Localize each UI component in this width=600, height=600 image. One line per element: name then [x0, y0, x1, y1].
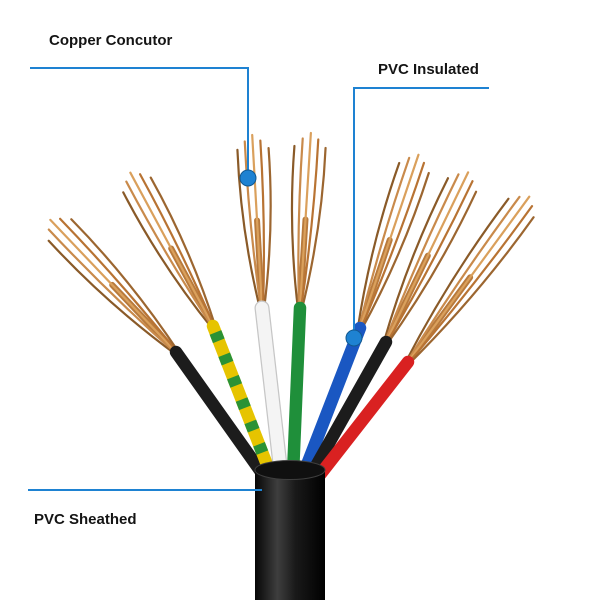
sheath-mouth — [254, 460, 326, 480]
wire-black-left — [47, 217, 271, 483]
copper-conductor-callout-dot — [239, 169, 257, 187]
sheath-body — [255, 470, 325, 600]
wire-white — [236, 133, 289, 482]
wire-black-right — [304, 171, 478, 482]
wire-red — [312, 195, 535, 483]
copper-conductor-label: Copper Concutor — [49, 32, 173, 49]
pvc-insulated-label: PVC Insulated — [378, 61, 479, 78]
pvc-insulated-callout-line — [353, 87, 489, 330]
callouts — [28, 67, 489, 491]
cable-sheath — [254, 460, 326, 600]
wire-blue — [296, 153, 430, 482]
copper-conductor-callout-line — [30, 67, 249, 170]
wire-green — [286, 131, 327, 481]
wires-layer — [47, 131, 535, 483]
wire-yellow-green — [122, 171, 278, 482]
pvc-insulated-callout-dot — [345, 329, 363, 347]
pvc-sheathed-label: PVC Sheathed — [34, 511, 137, 528]
